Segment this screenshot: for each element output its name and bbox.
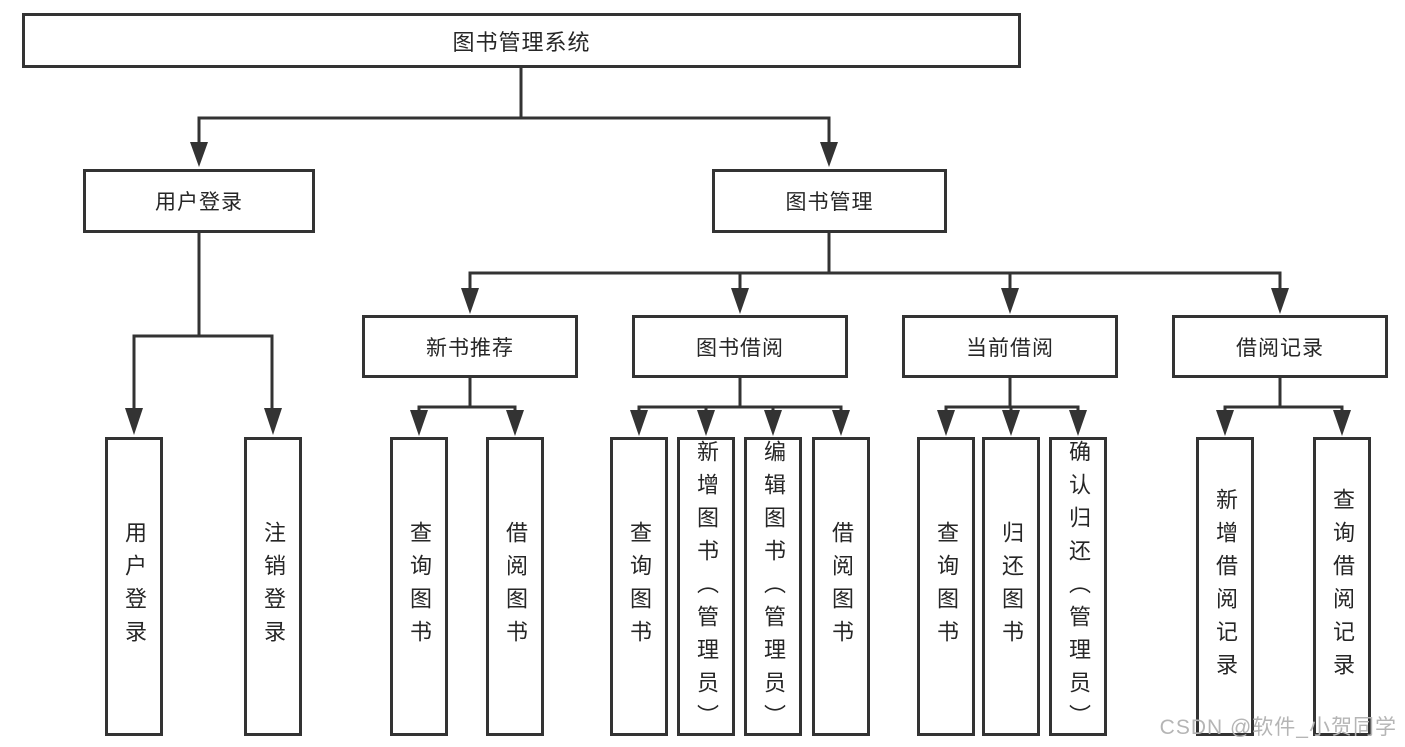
leaf-edit-books-admin: 编辑图书（管理员） — [744, 437, 802, 737]
node-user-login: 用户登录 — [83, 169, 315, 233]
leaf-borrow-books-recommend: 借阅图书 — [486, 437, 544, 736]
csdn-watermark: CSDN @软件_小贺同学 — [1159, 716, 1397, 739]
leaf-query-borrow-record: 查询借阅记录 — [1313, 437, 1371, 736]
leaf-add-books-admin: 新增图书（管理员） — [677, 437, 735, 737]
arrowheads — [125, 142, 1351, 436]
node-new-book-recommend: 新书推荐 — [362, 315, 578, 378]
leaf-user-login: 用户登录 — [105, 437, 163, 736]
node-root: 图书管理系统 — [22, 13, 1021, 68]
leaf-return-books: 归还图书 — [982, 437, 1040, 736]
node-book-borrow: 图书借阅 — [632, 315, 848, 378]
leaf-query-books-current: 查询图书 — [917, 437, 975, 736]
leaf-borrow-books: 借阅图书 — [812, 437, 870, 736]
node-borrow-records: 借阅记录 — [1172, 315, 1388, 378]
node-book-management: 图书管理 — [712, 169, 947, 233]
leaf-add-borrow-record: 新增借阅记录 — [1196, 437, 1254, 736]
leaf-confirm-return-admin: 确认归还（管理员） — [1049, 437, 1107, 737]
leaf-query-books-borrow: 查询图书 — [610, 437, 668, 736]
leaf-query-books-recommend: 查询图书 — [390, 437, 448, 736]
leaf-logout: 注销登录 — [244, 437, 302, 736]
node-current-borrow: 当前借阅 — [902, 315, 1118, 378]
